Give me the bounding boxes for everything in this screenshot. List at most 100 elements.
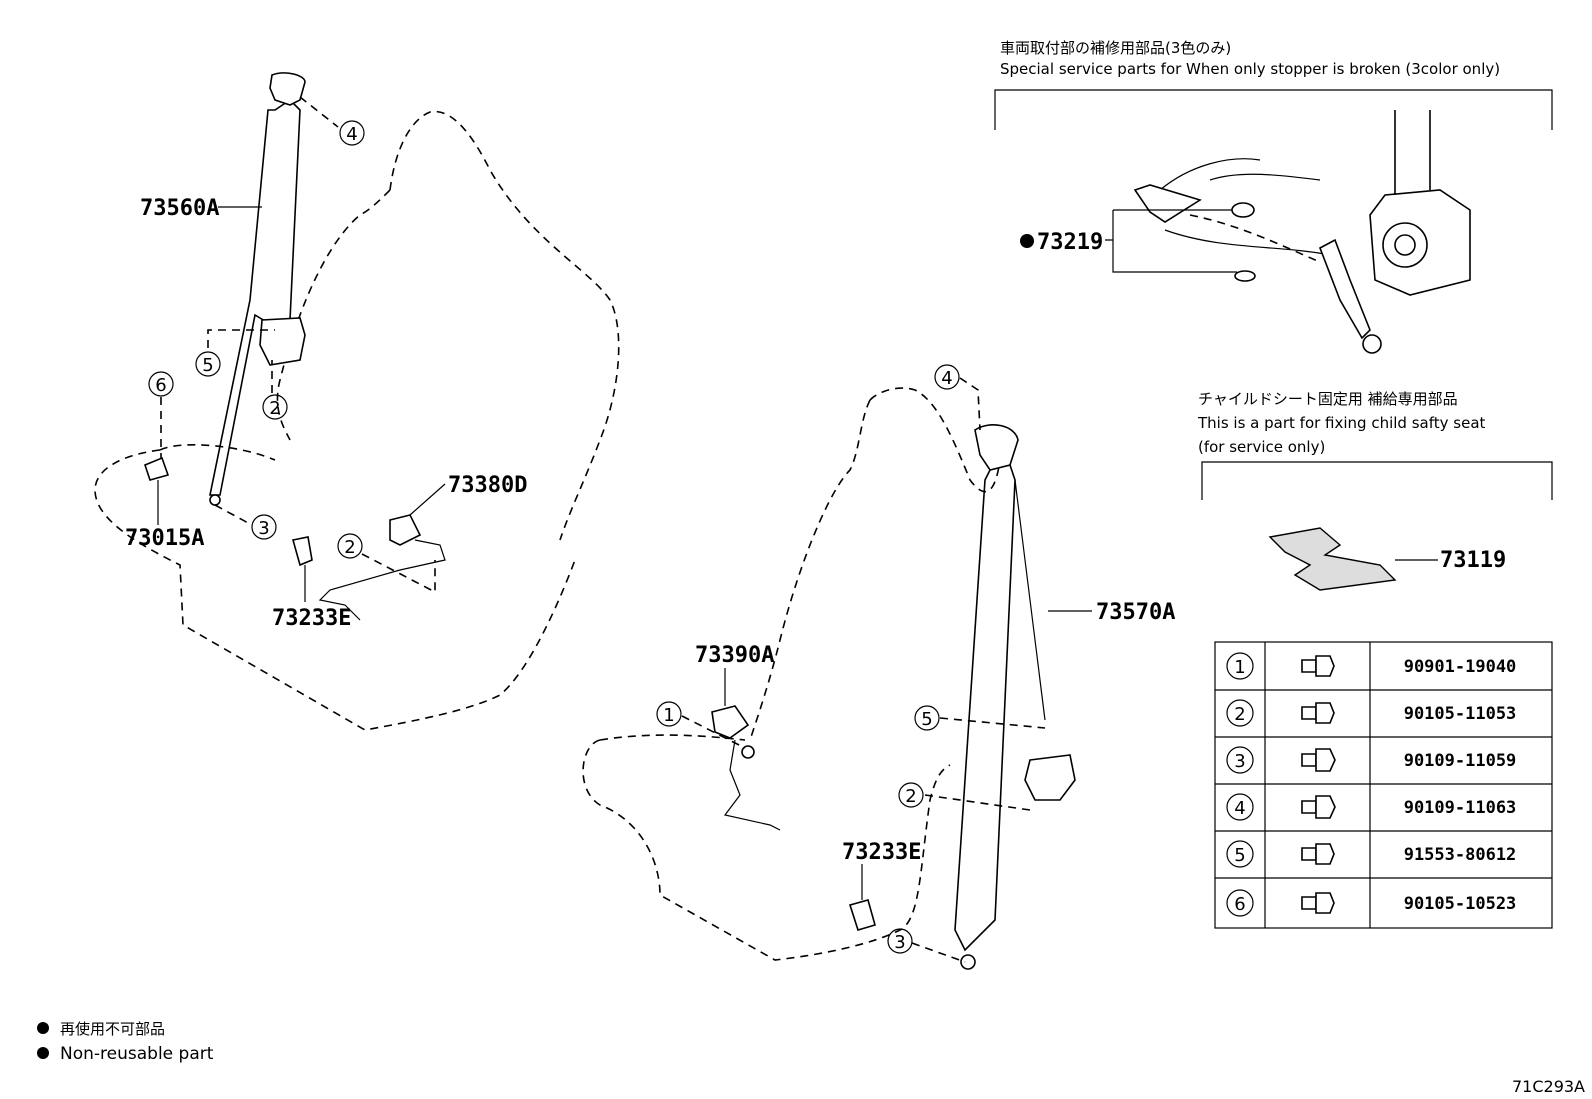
- legend-marker-jp: [37, 1022, 49, 1034]
- callout-right-4: 4: [934, 364, 960, 390]
- svg-text:2: 2: [344, 537, 355, 558]
- child-seat-title-en2: (for service only): [1198, 438, 1325, 456]
- non-reusable-marker-73219: [1020, 234, 1034, 248]
- callout-left-2a: 2: [262, 394, 288, 420]
- svg-text:4: 4: [346, 124, 357, 145]
- bolt-icon: [1301, 748, 1336, 772]
- table-row: 2 90105-11053: [1226, 699, 1517, 727]
- svg-text:1: 1: [1234, 657, 1245, 678]
- svg-text:90105-11053: 90105-11053: [1404, 704, 1517, 724]
- svg-text:5: 5: [921, 709, 932, 730]
- left-seat-cushion-outline: [94, 449, 576, 731]
- table-row: 5 91553-80612: [1226, 840, 1517, 868]
- svg-text:2: 2: [269, 398, 280, 419]
- child-seat-bracket: [1201, 461, 1553, 500]
- svg-text:2: 2: [1234, 704, 1245, 725]
- right-belt-strap: [954, 464, 1016, 952]
- table-row: 3 90109-11059: [1226, 746, 1517, 774]
- callout-right-2: 2: [898, 782, 924, 808]
- leader-left-2b: [361, 553, 436, 594]
- leader-right-1: [681, 715, 746, 749]
- callout-left-5: 5: [195, 351, 221, 377]
- leader-left-4: [299, 96, 339, 128]
- right-seat-group: [582, 377, 1092, 970]
- svg-text:4: 4: [1234, 798, 1245, 819]
- right-seat-back-inner: [749, 399, 871, 741]
- left-buckle-73380D: [389, 514, 422, 546]
- left-belt-strap: [209, 98, 301, 496]
- right-buckle-73390A: [711, 705, 750, 739]
- child-seat-title-en1: This is a part for fixing child safty se…: [1197, 414, 1486, 432]
- leader-73219: [1105, 209, 1237, 273]
- callout-left-6: 6: [148, 371, 174, 397]
- left-belt-lower-anchor: [209, 494, 221, 506]
- svg-text:6: 6: [1234, 894, 1245, 915]
- svg-text:90105-10523: 90105-10523: [1404, 894, 1517, 914]
- right-buckle-anchor: [741, 745, 755, 759]
- callout-right-5: 5: [914, 705, 940, 731]
- leader-left-3: [214, 504, 251, 525]
- label-73219: 73219: [1037, 230, 1103, 255]
- leader-right-4: [959, 377, 981, 431]
- svg-text:90109-11063: 90109-11063: [1404, 798, 1517, 818]
- child-seat-plate-73119: [1268, 527, 1397, 591]
- callout-right-1: 1: [656, 701, 682, 727]
- svg-text:91553-80612: 91553-80612: [1404, 845, 1517, 865]
- svg-text:90109-11059: 90109-11059: [1404, 751, 1517, 771]
- right-belt-upper-anchor: [974, 424, 1019, 471]
- figure-id: 71C293A: [1512, 1077, 1585, 1096]
- callout-left-4: 4: [339, 120, 365, 146]
- left-seat-cushion-top: [159, 444, 276, 461]
- service-parts-title-jp: 車両取付部の補修用部品(3色のみ): [1000, 39, 1231, 57]
- svg-text:90901-19040: 90901-19040: [1404, 657, 1517, 677]
- left-seat-group: [94, 72, 620, 731]
- leader-left-5: [207, 329, 275, 348]
- left-seat-back-inner: [276, 189, 391, 441]
- left-belt-retractor: [259, 317, 306, 366]
- legend-jp: 再使用不可部品: [60, 1020, 165, 1038]
- svg-text:5: 5: [202, 355, 213, 376]
- callout-right-3: 3: [887, 928, 913, 954]
- service-parts-title-en: Special service parts for When only stop…: [1000, 60, 1500, 78]
- label-73119: 73119: [1440, 548, 1506, 573]
- left-buckle-wire: [318, 539, 446, 621]
- bolt-icon: [1301, 843, 1335, 865]
- right-cover-73233E: [848, 899, 876, 931]
- legend-marker-en: [37, 1047, 49, 1059]
- right-belt-shoulder-strap: [1014, 479, 1046, 721]
- label-73390A: 73390A: [695, 643, 774, 668]
- svg-text:3: 3: [1234, 751, 1245, 772]
- left-seat-back-outline: [389, 110, 620, 541]
- svg-text:3: 3: [894, 932, 905, 953]
- svg-text:2: 2: [905, 786, 916, 807]
- leader-right-5: [939, 717, 1046, 729]
- left-floor-anchor: [144, 456, 170, 481]
- bolt-icon: [1301, 655, 1335, 677]
- table-row: 1 90901-19040: [1226, 652, 1517, 680]
- svg-text:1: 1: [663, 705, 674, 726]
- legend-en: Non-reusable part: [60, 1044, 214, 1064]
- service-parts-bracket: [994, 89, 1553, 130]
- label-73560A: 73560A: [140, 196, 219, 221]
- label-73380D: 73380D: [448, 473, 527, 498]
- leader-73380D: [409, 483, 446, 516]
- label-73570A: 73570A: [1096, 600, 1175, 625]
- leader-right-3: [911, 942, 966, 963]
- bolt-icon: [1301, 702, 1335, 724]
- svg-text:5: 5: [1234, 845, 1245, 866]
- left-belt-upper-anchor: [269, 72, 306, 106]
- label-73233E-left: 73233E: [272, 606, 351, 631]
- left-cover-73233E: [291, 536, 313, 567]
- table-row: 4 90109-11063: [1226, 793, 1517, 821]
- bolt-icon: [1301, 795, 1336, 819]
- callout-left-3: 3: [251, 514, 277, 540]
- svg-text:4: 4: [941, 368, 952, 389]
- bolt-icon: [1301, 892, 1335, 914]
- label-73015A: 73015A: [125, 526, 204, 551]
- right-belt-retractor: [1024, 754, 1076, 801]
- right-belt-lower-anchor: [960, 954, 976, 970]
- svg-text:3: 3: [258, 518, 269, 539]
- callout-left-2b: 2: [337, 533, 363, 559]
- label-73233E-right: 73233E: [842, 840, 921, 865]
- svg-text:6: 6: [155, 375, 166, 396]
